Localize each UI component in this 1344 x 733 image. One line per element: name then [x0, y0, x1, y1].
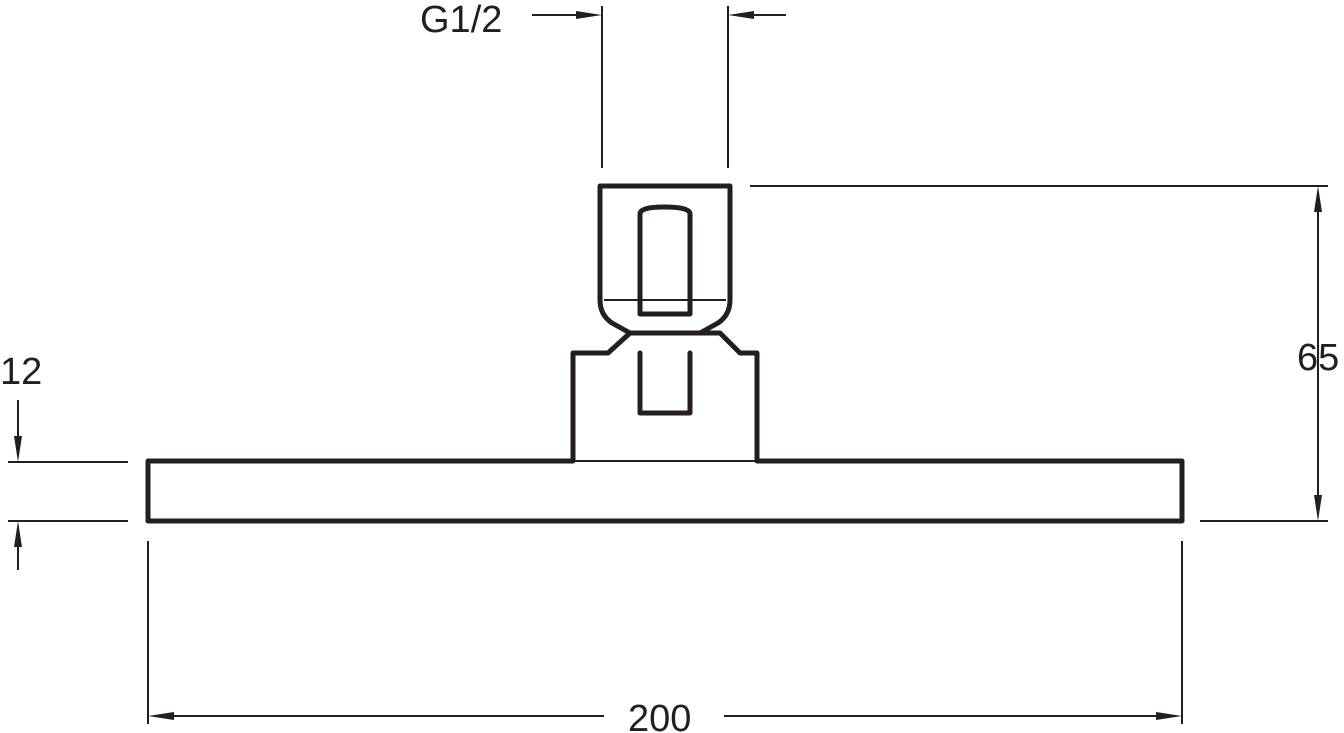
width-label: 200 — [628, 698, 691, 733]
arrow-head — [14, 521, 22, 547]
arrow-head — [728, 11, 754, 19]
connector-cap — [597, 183, 733, 336]
dimension-height: 65 — [750, 185, 1339, 522]
dimension-thickness: 12 — [0, 351, 128, 570]
arrow-head — [1314, 495, 1322, 521]
connector-pin — [637, 204, 693, 317]
arrow-head — [1314, 186, 1322, 212]
lower-pin — [637, 350, 693, 416]
thickness-label: 12 — [0, 351, 42, 393]
arrow-head — [148, 712, 174, 720]
thread-label: G1/2 — [420, 0, 502, 41]
dimension-width: 200 — [147, 541, 1183, 733]
arrow-head — [576, 11, 602, 19]
shower-head-outline — [145, 183, 1185, 524]
plate-body — [145, 330, 1185, 524]
height-label: 65 — [1297, 337, 1339, 379]
dimension-thread: G1/2 — [420, 0, 786, 168]
arrow-head — [1156, 712, 1182, 720]
arrow-head — [14, 436, 22, 462]
